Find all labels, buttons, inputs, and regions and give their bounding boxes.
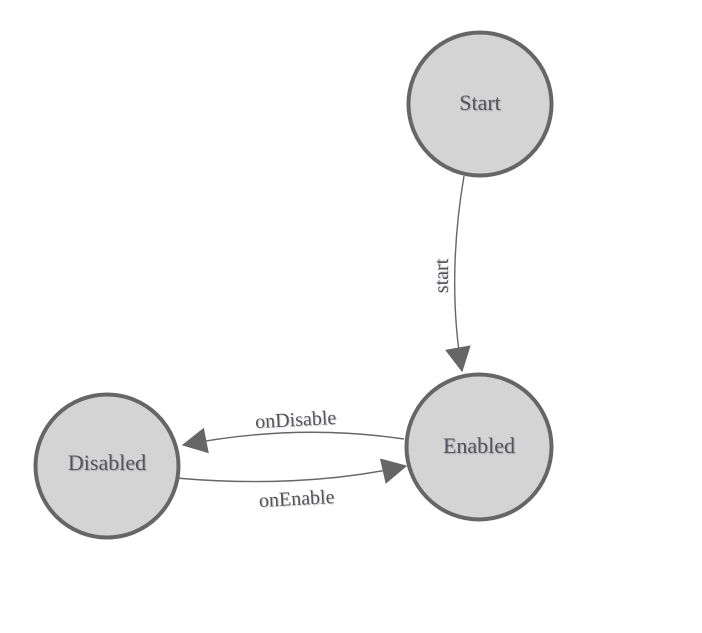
state-node-disabled[interactable]: Disabled [33,392,181,540]
edge-label-ondisable: onDisable [255,407,337,433]
edge-label-onenable: onEnable [258,486,335,512]
node-circle [404,372,554,522]
edge-start-to-enabled[interactable] [445,175,471,373]
state-node-start[interactable]: Start [406,30,554,178]
node-circle [33,392,181,540]
edge-disabled-to-enabled[interactable] [175,458,408,484]
node-label-disabled: Disabled [68,450,146,475]
edge-label-start: start [431,258,453,293]
node-circle [406,30,554,178]
state-node-enabled[interactable]: Enabled [404,372,554,522]
edge-enabled-to-disabled[interactable] [181,427,405,454]
node-label-start: Start [459,90,501,115]
node-label-enabled: Enabled [443,433,515,458]
